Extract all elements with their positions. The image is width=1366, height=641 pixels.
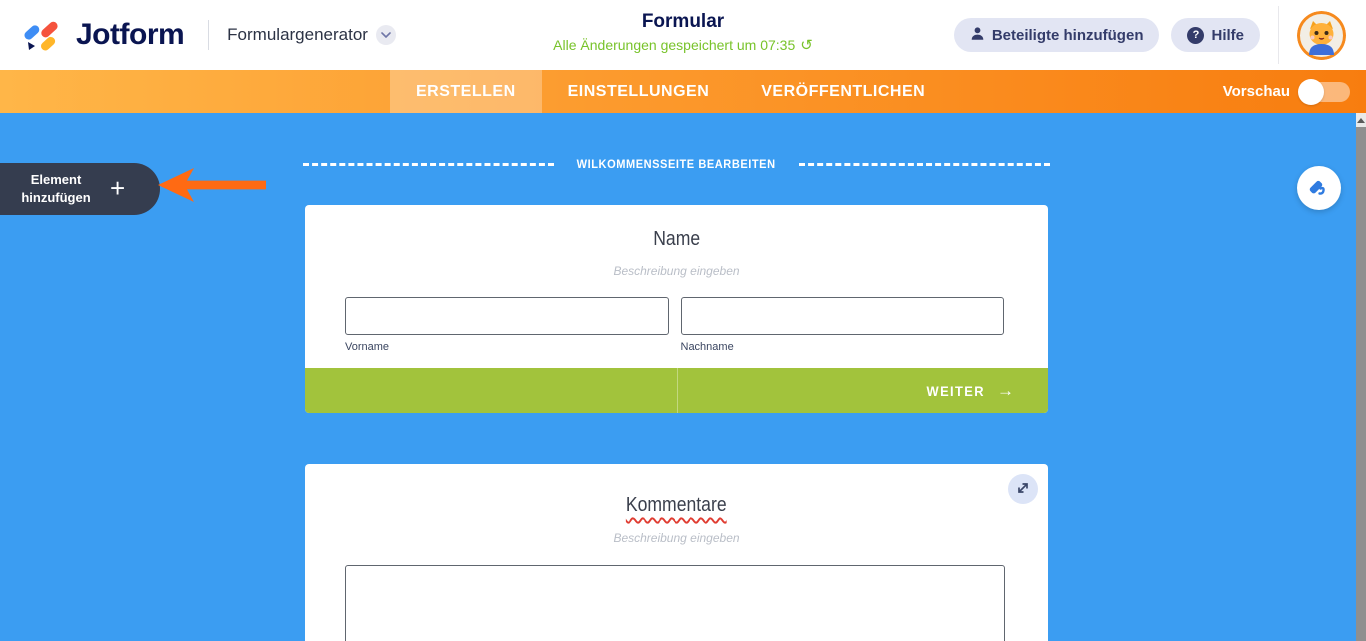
scroll-up-arrow-icon <box>1357 117 1365 123</box>
next-bar-seam <box>676 368 678 413</box>
scroll-up-button[interactable] <box>1356 113 1366 127</box>
welcome-section-header: WILKOMMENSSEITE BEARBEITEN <box>303 157 1050 171</box>
first-name-column: Vorname <box>345 297 669 353</box>
tab-einstellungen[interactable]: EINSTELLUNGEN <box>567 82 710 100</box>
question-title-text: Kommentare <box>626 494 727 516</box>
preview-label: Vorschau <box>1222 83 1290 100</box>
name-fields-row: Vorname Nachname <box>345 297 1004 353</box>
question-title: Name <box>305 205 1048 251</box>
tab-erstellen[interactable]: ERSTELLEN <box>390 70 542 113</box>
add-element-line1: Element <box>30 171 82 187</box>
form-title-block: Formular Alle Änderungen gespeichert um … <box>553 11 813 53</box>
question-title: Kommentare <box>305 464 1048 517</box>
comments-textarea[interactable] <box>345 565 1005 641</box>
user-icon <box>970 26 985 45</box>
help-label: Hilfe <box>1211 26 1244 44</box>
brand-area: Jotform Formulargenerator <box>0 13 396 58</box>
preview-toggle[interactable] <box>1298 78 1350 105</box>
tab-veroeffentlichen[interactable]: VERÖFFENTLICHEN <box>761 82 926 100</box>
expand-icon <box>1016 481 1030 498</box>
add-element-button[interactable]: Element hinzufügen + <box>0 163 160 215</box>
add-element-label: Element hinzufügen <box>0 171 112 207</box>
form-designer-button[interactable] <box>1297 166 1341 210</box>
next-button-label: WEITER <box>926 382 985 399</box>
avatar[interactable] <box>1297 10 1346 60</box>
arrow-right-icon: → <box>997 380 1014 400</box>
add-collaborators-button[interactable]: Beteiligte hinzufügen <box>953 18 1160 52</box>
help-button[interactable]: ? Hilfe <box>1171 18 1260 52</box>
preview-control: Vorschau <box>1223 70 1350 113</box>
name-question-card[interactable]: Name Beschreibung eingeben Vorname Nachn… <box>305 205 1048 413</box>
form-builder-canvas: Element hinzufügen + WILKOMMENSSEITE BEA… <box>0 113 1366 641</box>
question-description: Beschreibung eingeben <box>613 264 740 278</box>
orange-arrow-annotation-icon <box>158 166 268 209</box>
last-name-column: Nachname <box>680 297 1004 353</box>
dashed-divider <box>303 162 555 166</box>
vertical-scrollbar[interactable] <box>1356 113 1366 641</box>
next-button[interactable]: WEITER → <box>305 368 1048 413</box>
builder-nav: ERSTELLEN EINSTELLUNGEN VERÖFFENTLICHEN … <box>0 70 1366 113</box>
app-switcher-dropdown[interactable]: Formulargenerator <box>227 25 396 45</box>
last-name-input[interactable] <box>680 297 1004 335</box>
scrollbar-thumb[interactable] <box>1356 127 1366 641</box>
first-name-input[interactable] <box>345 297 669 335</box>
save-status-text: Alle Änderungen gespeichert um 07:35 <box>553 37 796 53</box>
section-title[interactable]: WILKOMMENSSEITE BEARBEITEN <box>577 157 776 171</box>
question-icon: ? <box>1187 26 1205 44</box>
question-description: Beschreibung eingeben <box>613 531 740 545</box>
jotform-logo-icon[interactable] <box>22 13 62 58</box>
plus-icon: + <box>110 172 126 203</box>
paint-roller-icon <box>1307 175 1331 202</box>
add-collaborators-label: Beteiligte hinzufügen <box>991 26 1144 44</box>
app-header: Jotform Formulargenerator Formular Alle … <box>0 0 1366 70</box>
preview-toggle-knob[interactable] <box>1298 78 1324 105</box>
app-switcher-label: Formulargenerator <box>227 25 368 44</box>
nav-tabs: ERSTELLEN EINSTELLUNGEN VERÖFFENTLICHEN <box>390 70 951 113</box>
comments-question-card[interactable]: Kommentare Beschreibung eingeben <box>305 464 1048 641</box>
save-status: Alle Änderungen gespeichert um 07:35 ↺ <box>553 37 813 53</box>
brand-wordmark[interactable]: Jotform <box>76 18 185 51</box>
first-name-label: Vorname <box>345 341 390 353</box>
dashed-divider <box>798 162 1050 166</box>
question-title-text: Name <box>653 228 700 250</box>
expand-button[interactable] <box>1008 474 1038 504</box>
add-element-line2: hinzufügen <box>21 190 91 205</box>
header-actions: Beteiligte hinzufügen ? Hilfe <box>953 6 1366 64</box>
header-divider <box>1278 6 1279 64</box>
form-title[interactable]: Formular <box>641 11 725 32</box>
last-name-label: Nachname <box>680 341 734 353</box>
chevron-down-icon <box>375 25 396 45</box>
undo-icon[interactable]: ↺ <box>800 36 813 54</box>
header-divider <box>208 20 210 50</box>
